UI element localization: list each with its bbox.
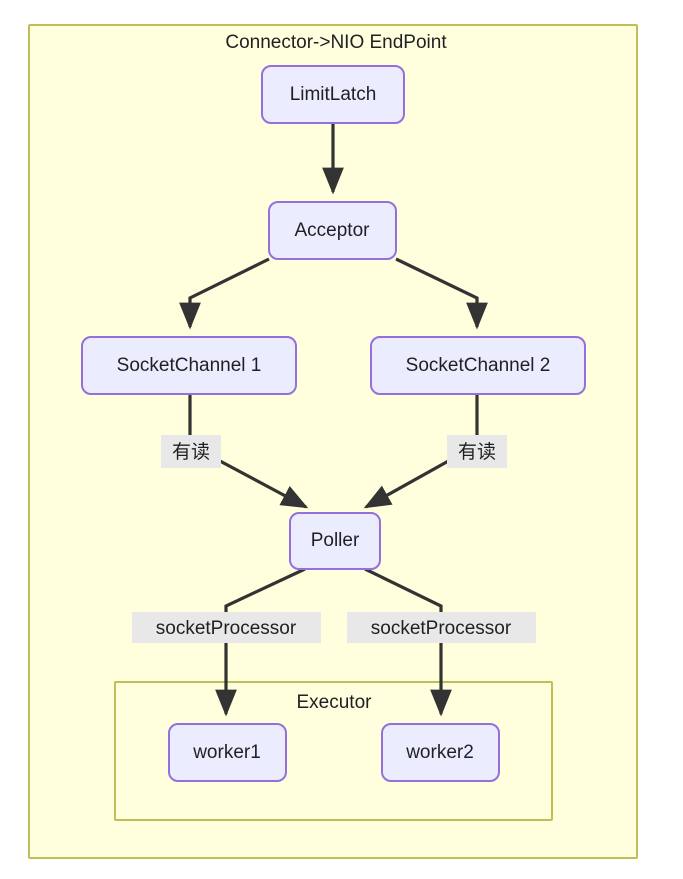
edge-label-background xyxy=(132,612,321,643)
node-limitlatch[interactable]: LimitLatch xyxy=(261,65,405,124)
node-box[interactable] xyxy=(168,723,287,782)
node-worker1[interactable]: worker1 xyxy=(168,723,287,782)
node-socketchannel-1[interactable]: SocketChannel 1 xyxy=(81,336,297,395)
node-label: Poller xyxy=(311,530,360,551)
cluster-connector-box xyxy=(28,24,638,859)
node-box[interactable] xyxy=(268,201,397,260)
edge-poller-to-worker2 xyxy=(364,567,452,717)
edge-label-youdu-2: 有读 xyxy=(447,435,507,468)
node-box[interactable] xyxy=(81,336,297,395)
edge-label-socketprocessor-2: socketProcessor xyxy=(347,612,536,643)
edge-label-text: socketProcessor xyxy=(156,618,297,639)
cluster-connector-nio-endpoint: Connector->NIO EndPoint xyxy=(28,24,638,859)
edge-label-socketprocessor-1: socketProcessor xyxy=(132,612,321,643)
node-label: worker2 xyxy=(405,742,474,763)
node-label: Acceptor xyxy=(295,220,371,241)
edge-acceptor-to-socketchannel2 xyxy=(395,257,488,330)
node-label: SocketChannel 1 xyxy=(117,355,262,376)
node-poller[interactable]: Poller xyxy=(289,512,381,570)
edge-acceptor-to-socketchannel1 xyxy=(179,257,270,330)
node-label: SocketChannel 2 xyxy=(406,355,551,376)
edge-label-background xyxy=(447,435,507,468)
edge-poller-to-worker1 xyxy=(215,567,306,717)
node-box[interactable] xyxy=(289,512,381,570)
node-box[interactable] xyxy=(370,336,586,395)
node-worker2[interactable]: worker2 xyxy=(381,723,500,782)
node-label: worker1 xyxy=(192,742,261,763)
cluster-connector-title: Connector->NIO EndPoint xyxy=(225,32,447,53)
edge-label-text: 有读 xyxy=(172,441,210,463)
edge-label-text: socketProcessor xyxy=(371,618,512,639)
node-label: LimitLatch xyxy=(290,84,377,105)
edge-label-background xyxy=(161,435,221,468)
edge-label-text: 有读 xyxy=(458,441,496,463)
cluster-executor-title: Executor xyxy=(297,692,373,713)
edge-label-background xyxy=(347,612,536,643)
node-group: LimitLatch Acceptor SocketChannel 1 Sock… xyxy=(81,65,586,782)
edge-label-group: 有读 有读 socketProcessor socketProcessor xyxy=(132,435,536,643)
node-socketchannel-2[interactable]: SocketChannel 2 xyxy=(370,336,586,395)
node-box[interactable] xyxy=(261,65,405,124)
edge-label-youdu-1: 有读 xyxy=(161,435,221,468)
node-box[interactable] xyxy=(381,723,500,782)
node-acceptor[interactable]: Acceptor xyxy=(268,201,397,260)
